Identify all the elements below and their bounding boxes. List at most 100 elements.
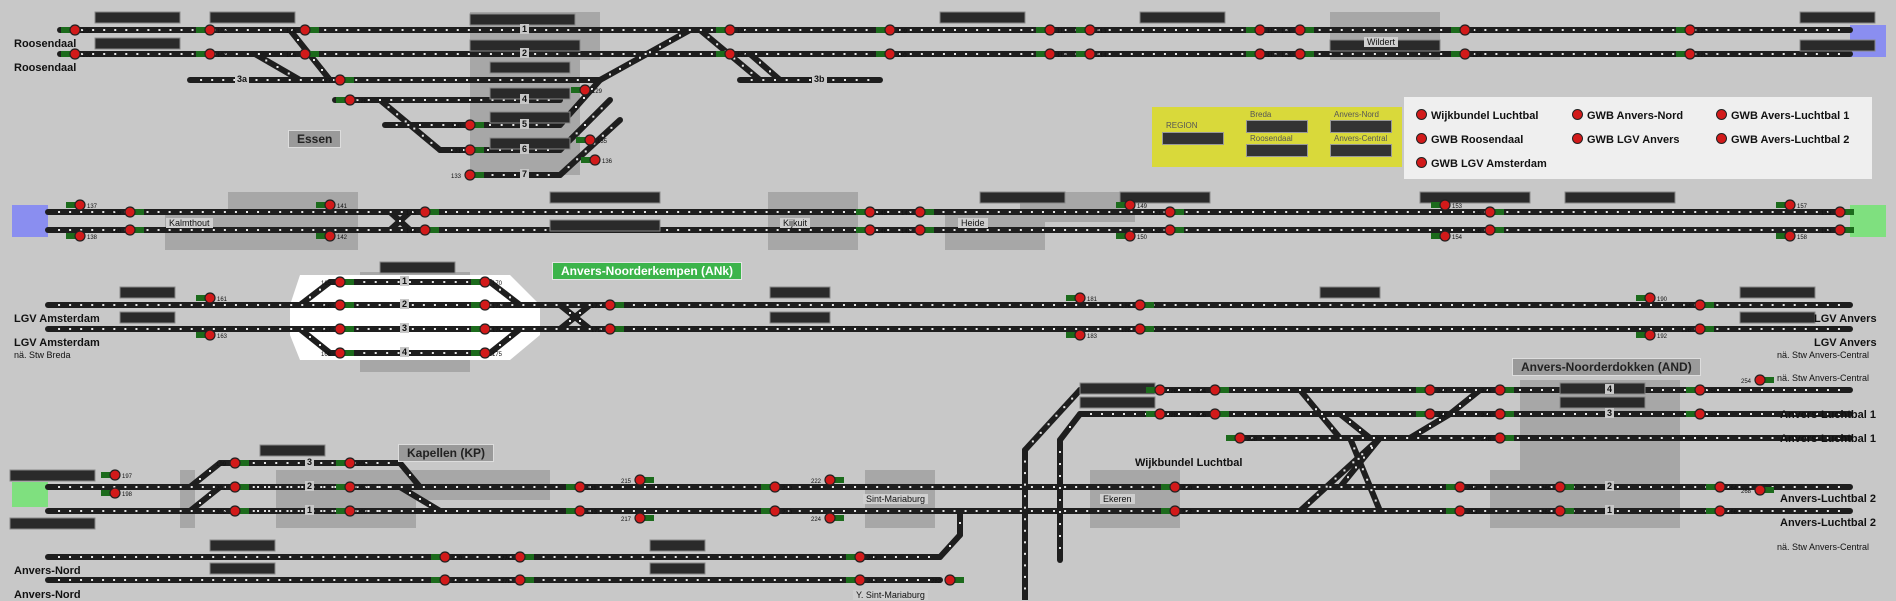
signal[interactable]: 101: [61, 24, 93, 36]
signal[interactable]: 124: [1451, 48, 1483, 60]
route-block-display[interactable]: [489, 87, 571, 100]
signal[interactable]: 242: [1416, 408, 1448, 420]
signal[interactable]: 156: [1471, 224, 1504, 236]
signal[interactable]: 102: [61, 48, 93, 60]
signal[interactable]: 114: [1076, 48, 1107, 60]
signal[interactable]: 250: [1686, 384, 1718, 396]
route-block-display[interactable]: [1739, 311, 1816, 324]
signal[interactable]: 145: [856, 206, 888, 218]
legend-item[interactable]: GWB LGV Anvers: [1572, 133, 1680, 146]
route-block-display[interactable]: [259, 444, 326, 457]
signal[interactable]: 188: [1121, 323, 1154, 335]
signal[interactable]: 224: [811, 512, 844, 524]
signal[interactable]: 262: [1541, 505, 1574, 517]
signal[interactable]: 268: [1741, 484, 1774, 496]
signal[interactable]: 238: [1226, 432, 1258, 444]
signal[interactable]: 201: [216, 481, 249, 493]
route-block-display[interactable]: [9, 469, 96, 482]
signal[interactable]: 240: [1416, 384, 1448, 396]
signal[interactable]: 266: [1706, 505, 1738, 517]
signal[interactable]: 140: [111, 224, 144, 236]
signal[interactable]: 150: [1116, 230, 1148, 242]
signal[interactable]: 141: [316, 199, 348, 211]
signal[interactable]: 209: [336, 505, 368, 517]
signal[interactable]: 168: [321, 347, 354, 359]
signal[interactable]: 152: [1151, 224, 1184, 236]
signal[interactable]: 115: [1246, 24, 1277, 36]
route-block-display[interactable]: [1079, 396, 1156, 409]
signal[interactable]: 219: [761, 481, 793, 493]
route-block-display[interactable]: [209, 11, 296, 24]
signal[interactable]: 276: [501, 574, 534, 586]
legend-item[interactable]: GWB Roosendaal: [1416, 133, 1523, 146]
signal[interactable]: 278: [846, 551, 878, 563]
signal[interactable]: 213: [566, 505, 598, 517]
signal[interactable]: 113: [1076, 24, 1107, 36]
route-block-display[interactable]: [649, 562, 706, 575]
signal[interactable]: 106: [286, 48, 319, 60]
legend-item[interactable]: GWB Anvers-Nord: [1572, 109, 1683, 122]
signal[interactable]: 148: [901, 224, 934, 236]
signal[interactable]: 144: [406, 224, 439, 236]
signal[interactable]: 161: [196, 292, 228, 304]
route-block-display[interactable]: [1799, 39, 1876, 52]
signal[interactable]: 127: [321, 74, 354, 86]
route-block-display[interactable]: [1739, 286, 1816, 299]
signal[interactable]: 123: [1451, 24, 1483, 36]
signal[interactable]: 280: [846, 574, 878, 586]
route-block-display[interactable]: [94, 37, 181, 50]
signal[interactable]: 177: [591, 299, 624, 311]
signal[interactable]: 163: [196, 329, 228, 341]
signal[interactable]: 128: [336, 94, 368, 106]
route-block-display[interactable]: [489, 61, 571, 74]
signal[interactable]: 256: [1446, 481, 1478, 493]
signal[interactable]: 109: [876, 24, 908, 36]
signal[interactable]: 129: [571, 84, 603, 96]
legend-item[interactable]: GWB Avers-Luchtbal 1: [1716, 109, 1849, 122]
route-block-display[interactable]: [379, 261, 456, 274]
signal[interactable]: 103: [196, 24, 228, 36]
signal[interactable]: 258: [1446, 505, 1478, 517]
route-block-display[interactable]: [549, 191, 661, 204]
route-block-display[interactable]: [769, 311, 831, 324]
signal[interactable]: 104: [196, 48, 228, 60]
signal[interactable]: 112: [1036, 48, 1067, 60]
signal[interactable]: 192: [1636, 329, 1668, 341]
signal[interactable]: 138: [66, 230, 98, 242]
route-block-display[interactable]: [979, 191, 1066, 204]
signal[interactable]: 198: [101, 487, 133, 499]
route-block-display[interactable]: [209, 562, 276, 575]
signal[interactable]: 228: [1146, 408, 1178, 420]
signal[interactable]: 190: [1636, 292, 1668, 304]
route-block-display[interactable]: [119, 286, 176, 299]
signal[interactable]: 143: [406, 206, 439, 218]
signal[interactable]: 183: [1066, 329, 1098, 341]
legend-item[interactable]: GWB Avers-Luchtbal 2: [1716, 133, 1849, 146]
signal[interactable]: 133: [451, 169, 484, 181]
route-block-display[interactable]: [1419, 191, 1531, 204]
signal[interactable]: 181: [1066, 292, 1098, 304]
signal[interactable]: 155: [1471, 206, 1504, 218]
route-block-display[interactable]: [1559, 382, 1646, 395]
route-block-display[interactable]: [549, 219, 661, 232]
signal[interactable]: 203: [216, 505, 249, 517]
signal[interactable]: 154: [1431, 230, 1463, 242]
route-block-display[interactable]: [939, 11, 1026, 24]
signal[interactable]: 166: [321, 299, 354, 311]
signal[interactable]: 244: [1481, 384, 1514, 396]
signal[interactable]: 130: [451, 119, 484, 131]
signal[interactable]: 172: [471, 299, 503, 311]
route-block-display[interactable]: [649, 539, 706, 552]
signal[interactable]: 236: [1196, 408, 1229, 420]
signal[interactable]: 160: [1821, 224, 1854, 236]
route-block-display[interactable]: [9, 517, 96, 530]
route-block-display[interactable]: [119, 311, 176, 324]
route-block-display[interactable]: [94, 11, 181, 24]
signal[interactable]: 174: [471, 323, 503, 335]
signal[interactable]: 137: [66, 199, 98, 211]
signal[interactable]: 264: [1706, 481, 1738, 493]
signal[interactable]: 165: [321, 276, 354, 288]
area-essen[interactable]: Essen: [288, 130, 342, 148]
signal[interactable]: 215: [621, 474, 654, 486]
area-and[interactable]: Anvers-Noorderdokken (AND): [1512, 358, 1701, 376]
